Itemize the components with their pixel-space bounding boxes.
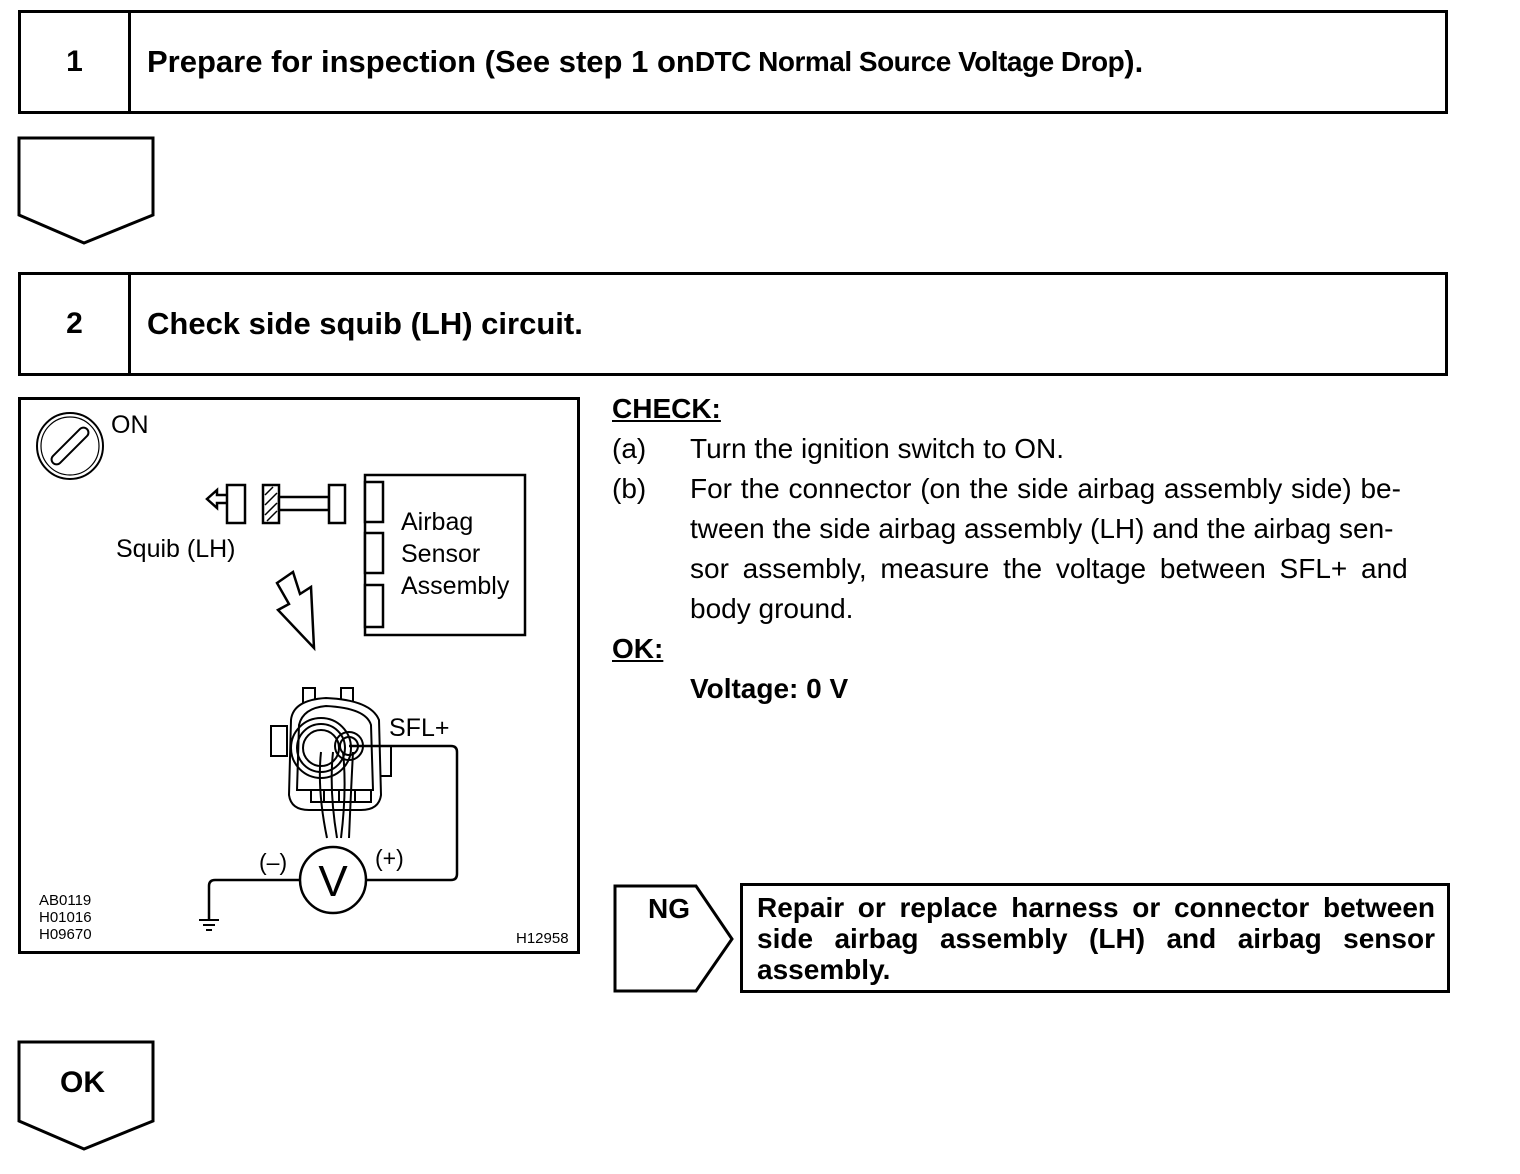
sfl-plus-label: SFL+	[389, 714, 449, 742]
sensor-label-line-1: Airbag	[401, 508, 473, 536]
check-b-line-2: tween the side airbag assembly (LH) and …	[690, 513, 1394, 544]
ground-symbol-icon	[199, 919, 219, 931]
minus-terminal-label: (–)	[259, 849, 287, 875]
ng-action-text: Repair or replace harness or connector b…	[740, 883, 1450, 993]
ok-spec-heading: OK:	[612, 633, 664, 664]
step-2-title: Check side squib (LH) circuit.	[147, 306, 583, 341]
check-b-marker: (b)	[612, 473, 647, 504]
ignition-switch-icon	[36, 412, 104, 480]
check-a-marker: (a)	[612, 433, 647, 464]
check-b-line-4: body ground.	[690, 593, 854, 624]
wiring-diagram: ON Squib (LH) Airbag Sensor Assembly	[36, 411, 569, 947]
pointer-arrow-icon	[275, 570, 316, 652]
sensor-label-line-2: Sensor	[401, 540, 480, 568]
flow-arrow-1	[17, 136, 155, 245]
step-2-box: 2 Check side squib (LH) circuit.	[18, 272, 1448, 376]
airbag-sensor-assembly-icon	[363, 473, 527, 637]
voltmeter-icon	[298, 845, 368, 915]
ng-arrow	[613, 884, 734, 993]
plus-terminal-label: (+)	[375, 845, 404, 871]
check-b-line-1: For the connector (on the side airbag as…	[690, 473, 1401, 504]
ok-result-label: OK	[60, 1066, 105, 1099]
fig-ref-2: H01016	[39, 909, 92, 926]
step-1-title-ref: DTC Normal Source Voltage Drop	[694, 46, 1125, 77]
ng-label: NG	[648, 893, 690, 924]
connector-face-icon	[270, 687, 392, 839]
squib-label: Squib (LH)	[116, 535, 236, 563]
sensor-label-line-3: Assembly	[401, 572, 510, 600]
meter-wiring	[207, 744, 459, 920]
step-1-title-main: Prepare for inspection (See step 1 on	[147, 44, 695, 79]
squib-connector-icon	[205, 483, 347, 525]
check-a-text: Turn the ignition switch to ON.	[690, 433, 1065, 464]
wiring-figure: ON Squib (LH) Airbag Sensor Assembly	[18, 397, 580, 954]
fig-ref-1: AB0119	[39, 892, 91, 909]
step-1-title: Prepare for inspection (See step 1 on DT…	[147, 13, 1143, 111]
ok-spec-value: Voltage: 0 V	[690, 673, 849, 704]
step-2-number: 2	[21, 275, 131, 373]
step-1-title-end: ).	[1124, 44, 1144, 79]
voltmeter-label: V	[318, 857, 348, 906]
check-b-line-3: sor assembly, measure the voltage betwee…	[690, 553, 1408, 584]
check-heading: CHECK:	[612, 393, 721, 424]
ok-result-arrow	[17, 1040, 155, 1151]
fig-id: H12958	[516, 930, 569, 947]
step-1-number: 1	[21, 13, 131, 111]
step-1-box: 1 Prepare for inspection (See step 1 on …	[18, 10, 1448, 114]
ignition-on-label: ON	[111, 411, 149, 439]
fig-ref-3: H09670	[39, 926, 92, 943]
